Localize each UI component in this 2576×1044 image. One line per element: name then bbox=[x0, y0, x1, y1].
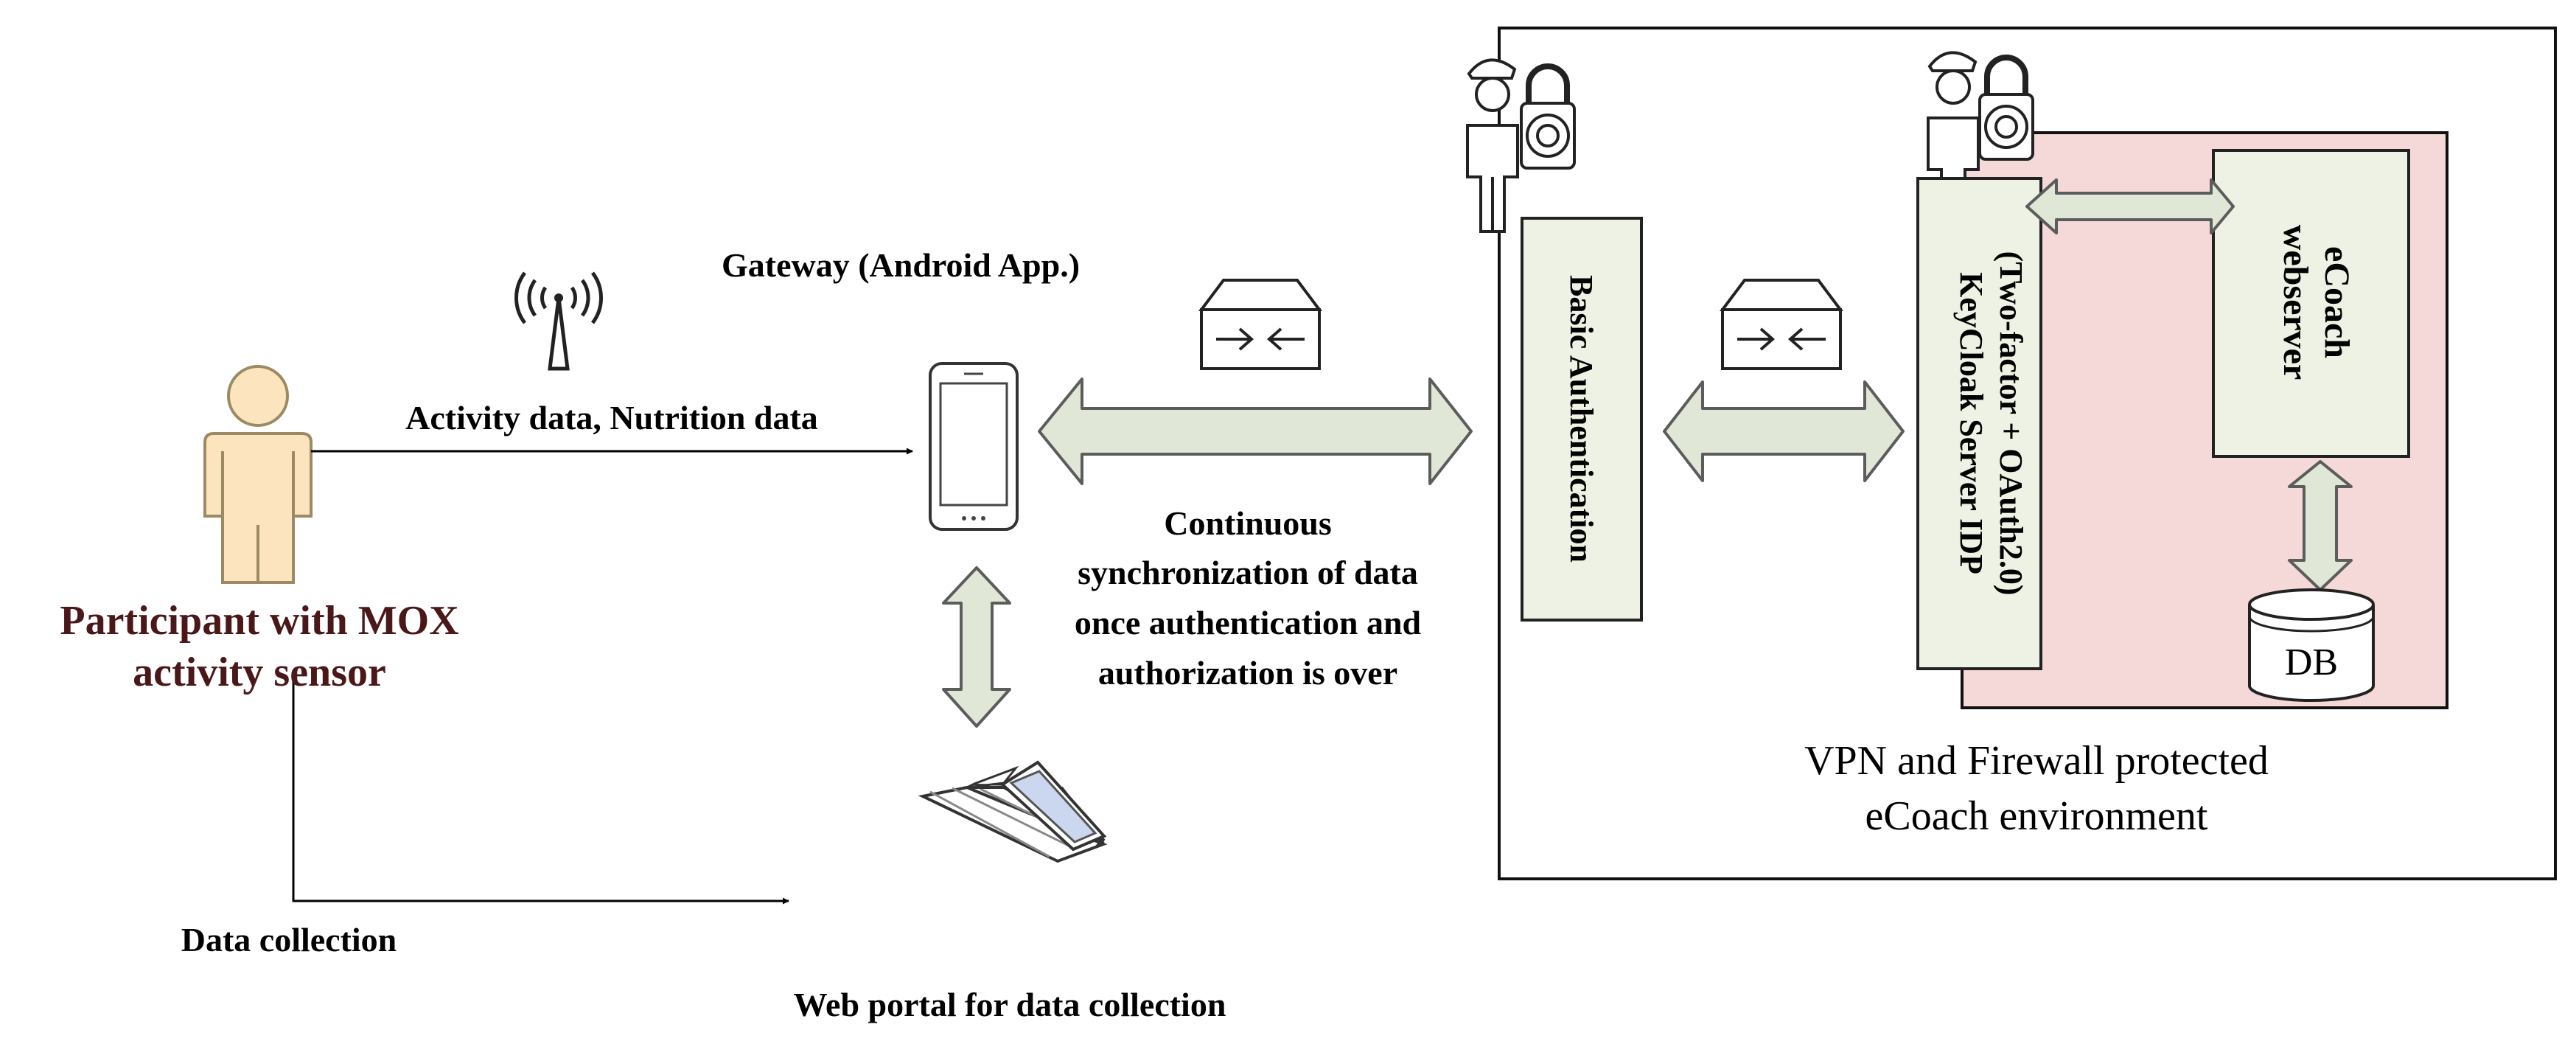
keycloak-label-line2: (Two-factor + OAuth2.0) bbox=[1993, 251, 2029, 595]
router-icon bbox=[1720, 279, 1843, 370]
antenna-icon bbox=[514, 271, 603, 371]
security-guard-icon bbox=[1466, 58, 1519, 233]
sync-label-line4: authorization is over bbox=[1098, 654, 1397, 692]
keycloak-label-line1: KeyCloak Server IDP bbox=[1953, 272, 1989, 574]
environment-label-line2: eCoach environment bbox=[1865, 793, 2208, 839]
ecoach-label-line1: eCoach bbox=[2317, 246, 2356, 358]
router-icon bbox=[1198, 279, 1322, 370]
basic-authentication-box bbox=[1521, 217, 1643, 622]
keycloak-server-box bbox=[1916, 177, 2042, 670]
gateway-label: Gateway (Android App.) bbox=[722, 246, 1080, 284]
database-icon bbox=[2248, 588, 2375, 702]
smartphone-icon bbox=[929, 362, 1019, 531]
web-portal-label: Web portal for data collection bbox=[794, 986, 1226, 1023]
padlock-icon bbox=[1978, 55, 2034, 161]
gateway-portal-double-arrow bbox=[942, 566, 1011, 728]
participant-label-line1: Participant with MOX bbox=[60, 598, 458, 644]
security-guard-icon bbox=[1927, 51, 1980, 180]
basic-authentication-label: Basic Authentication bbox=[1563, 275, 1599, 563]
keycloak-ecoach-double-arrow bbox=[2025, 178, 2235, 234]
sync-label-line2: synchronization of data bbox=[1078, 554, 1418, 591]
auth-keycloak-double-arrow bbox=[1663, 380, 1905, 482]
data-collection-label: Data collection bbox=[181, 921, 397, 958]
sync-label-line3: once authentication and bbox=[1075, 604, 1422, 641]
sync-label-line1: Continuous bbox=[1164, 504, 1332, 542]
person-icon bbox=[203, 365, 313, 584]
padlock-icon bbox=[1520, 63, 1576, 170]
data-collection-arrow bbox=[292, 671, 789, 905]
environment-label-line1: VPN and Firewall protected bbox=[1804, 738, 2269, 784]
database-label: DB bbox=[2285, 641, 2338, 683]
activity-data-label: Activity data, Nutrition data bbox=[405, 399, 818, 436]
ecoach-label-line2: webserver bbox=[2276, 225, 2315, 380]
participant-label-line2: activity sensor bbox=[133, 650, 386, 695]
gateway-auth-double-arrow bbox=[1038, 377, 1473, 485]
ecoach-webserver-box bbox=[2212, 149, 2410, 458]
laptop-display-upright bbox=[999, 760, 1107, 852]
